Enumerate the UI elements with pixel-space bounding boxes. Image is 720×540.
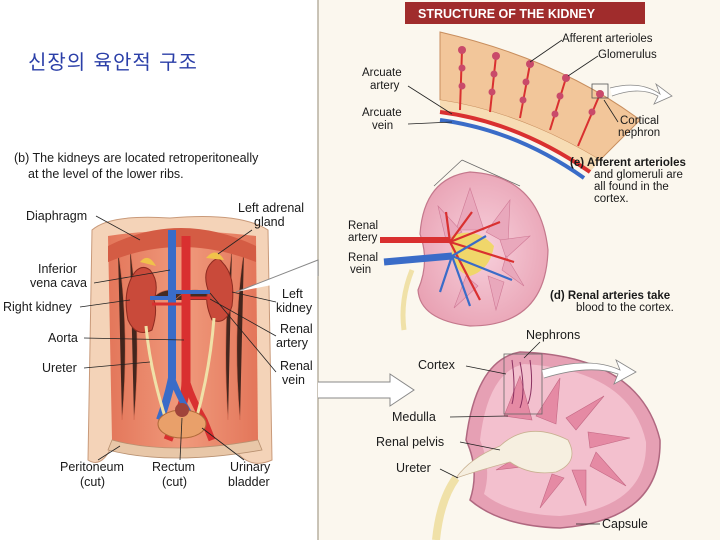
label-arcuate-vein-line2: vein [372, 120, 393, 132]
renal-vein-vessel [383, 252, 453, 266]
panel-header-bar [405, 2, 645, 24]
peritoneum [107, 439, 263, 459]
callout-arrow-to-kidney [235, 259, 319, 293]
label-renal-vein-line2: vein [282, 373, 305, 387]
glomerulus-highlight-box [591, 83, 609, 99]
label-d-renal-vein-line1: Renal [348, 252, 378, 264]
label-left-kidney-line1: Left [282, 287, 303, 301]
arcuate-vein-vessel [439, 118, 586, 180]
label-bladder-line2: bladder [228, 475, 270, 489]
panel-d-caption-line2: blood to the cortex. [576, 302, 674, 314]
panel-b-caption-line2: at the level of the lower ribs. [28, 167, 184, 181]
label-renal-pelvis: Renal pelvis [376, 435, 444, 449]
panel-d-caption-line1: (d) Renal arteries take [550, 290, 670, 302]
rectum [175, 403, 189, 417]
label-arcuate-artery-line1: Arcuate [362, 67, 402, 79]
label-renal-artery-line2: artery [276, 336, 309, 350]
label-ivc-line1: Inferior [38, 262, 77, 276]
callout-arrow-to-section [318, 373, 415, 407]
nephron-highlight-box [503, 353, 543, 415]
ureter-c [432, 475, 460, 540]
glomerulus-arrow [609, 82, 673, 105]
label-d-renal-artery-line2: artery [348, 232, 378, 244]
left-kidney [205, 258, 234, 322]
panel-e-caption-line3: all found in the [594, 181, 669, 193]
label-capsule: Capsule [602, 517, 648, 531]
label-glomerulus: Glomerulus [598, 49, 657, 61]
label-cortical-nephron-line1: Cortical [620, 115, 659, 127]
label-cortex: Cortex [418, 358, 456, 372]
slide-title: 신장의 육안적 구조 [28, 50, 198, 74]
label-rectum-line2: (cut) [162, 475, 187, 489]
panel-e-caption-line1: (e) Afferent arterioles [570, 157, 686, 169]
panel-e-caption-line4: cortex. [594, 193, 629, 205]
ureter-d [400, 269, 415, 331]
label-ivc-line2: vena cava [30, 276, 87, 290]
panel-e-caption-line2: and glomeruli are [594, 169, 683, 181]
label-medulla: Medulla [392, 410, 436, 424]
left-ureter [194, 317, 216, 421]
panel-b-abdomen: (b) The kidneys are located retroperiton… [3, 151, 313, 489]
right-kidney [125, 266, 157, 333]
label-cortical-nephron-line2: nephron [618, 127, 660, 139]
label-ureter-c: Ureter [396, 461, 431, 475]
panel-b-caption-line1: (b) The kidneys are located retroperiton… [14, 151, 259, 165]
label-d-renal-vein-line2: vein [350, 264, 371, 276]
right-adrenal-gland [140, 257, 156, 266]
label-diaphragm: Diaphragm [26, 209, 87, 223]
label-peritoneum-line2: (cut) [80, 475, 105, 489]
label-ureter: Ureter [42, 361, 77, 375]
label-renal-artery-line1: Renal [280, 322, 313, 336]
label-afferent-arterioles: Afferent arterioles [562, 33, 653, 45]
label-bladder-line1: Urinary [230, 460, 271, 474]
label-nephrons: Nephrons [526, 328, 580, 342]
label-arcuate-artery-line2: artery [370, 80, 400, 92]
label-peritoneum-line1: Peritoneum [60, 460, 124, 474]
left-adrenal-gland [206, 252, 224, 260]
label-aorta: Aorta [48, 331, 78, 345]
label-d-renal-artery-line1: Renal [348, 220, 378, 232]
label-left-adrenal-line1: Left adrenal [238, 201, 304, 215]
label-rectum-line1: Rectum [152, 460, 195, 474]
panel-e-cortex-detail: Afferent arterioles Glomerulus Arcuate a… [362, 31, 686, 205]
panel-d-renal-vessels: Renal artery Renal vein (d) Renal arteri… [348, 171, 674, 331]
right-ureter [144, 325, 168, 421]
arcuate-artery-vessel [439, 110, 592, 174]
label-left-adrenal-line2: gland [254, 215, 285, 229]
label-left-kidney-line2: kidney [276, 301, 313, 315]
renal-pelvis-shape [454, 430, 573, 479]
panel-header-text: STRUCTURE OF THE KIDNEY [418, 7, 596, 21]
label-right-kidney: Right kidney [3, 300, 73, 314]
label-renal-vein-line1: Renal [280, 359, 313, 373]
panel-c-kidney-section: Nephrons Cortex Medulla Renal pelvis Ure… [376, 328, 661, 540]
nephron-arrow [541, 359, 637, 385]
label-arcuate-vein-line1: Arcuate [362, 107, 402, 119]
